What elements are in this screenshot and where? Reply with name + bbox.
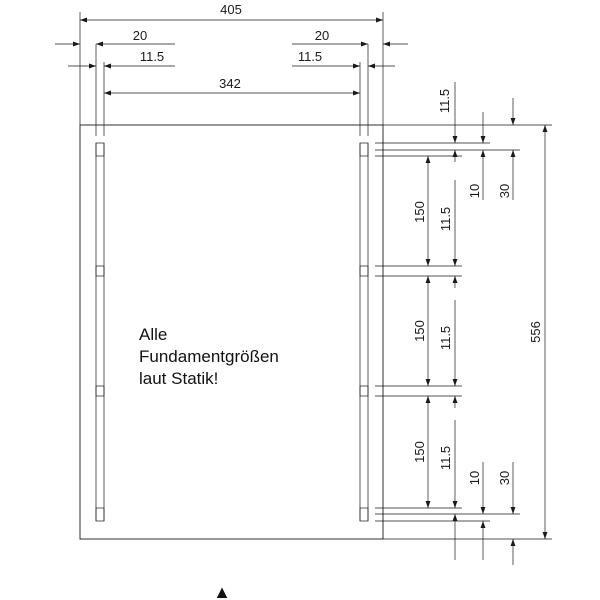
triangle-marker-icon: ▲	[213, 582, 231, 600]
dim-top-small: 11.5	[437, 89, 452, 113]
dim-seg2-115: 11.5	[438, 326, 453, 350]
dim-seg1-115: 11.5	[438, 207, 453, 231]
dim-top-thirty: 30	[497, 184, 512, 198]
right-post-rail	[359, 142, 369, 522]
dim-seg2-150: 150	[412, 320, 427, 342]
dim-right-offset: 20	[315, 28, 329, 43]
dim-seg3-115: 11.5	[438, 446, 453, 470]
note-line-1: Alle	[139, 325, 167, 344]
dim-seg1-150: 150	[412, 201, 427, 223]
note-line-3: laut Statik!	[139, 369, 218, 388]
right-dimensions	[375, 82, 552, 565]
note-line-2: Fundamentgrößen	[139, 347, 279, 366]
dim-overall-width: 405	[220, 2, 242, 17]
dim-overall-height: 556	[528, 321, 543, 343]
dim-right-inner: 11.5	[298, 49, 322, 64]
dim-top-ten: 10	[467, 184, 482, 198]
dim-bottom-ten: 10	[467, 471, 482, 485]
top-dimensions	[55, 12, 408, 136]
dim-inner-width: 342	[219, 76, 241, 91]
foundation-outline	[79, 124, 384, 540]
dim-left-inner: 11.5	[140, 49, 164, 64]
dim-left-offset: 20	[133, 28, 147, 43]
left-post-rail	[95, 142, 105, 522]
dim-bottom-thirty: 30	[497, 471, 512, 485]
dim-seg3-150: 150	[412, 441, 427, 463]
